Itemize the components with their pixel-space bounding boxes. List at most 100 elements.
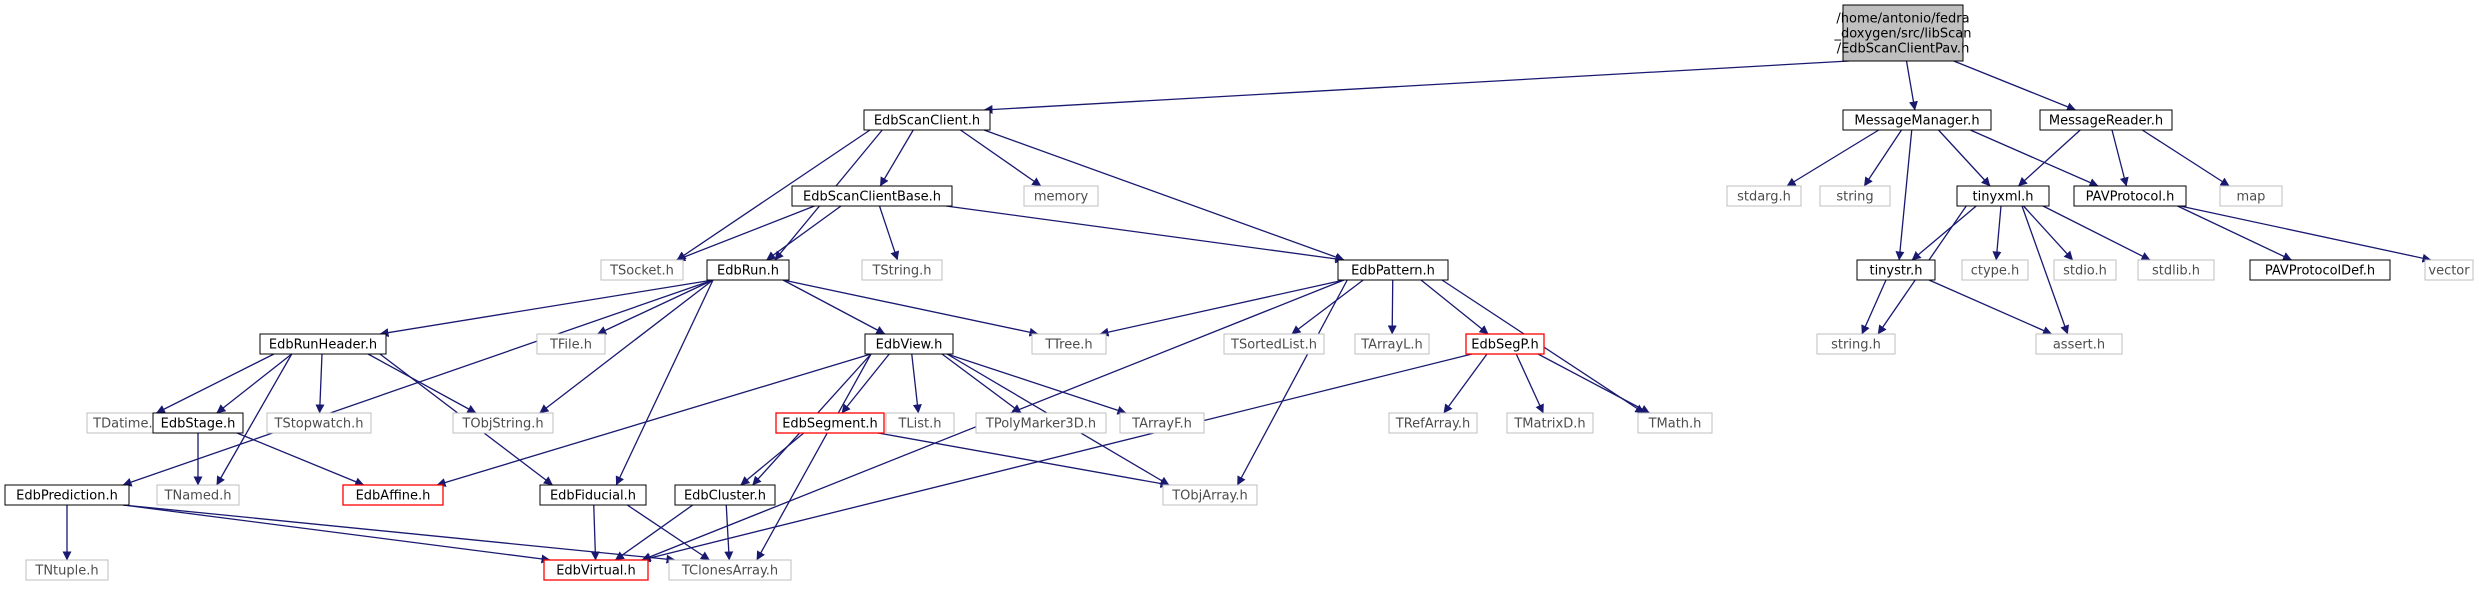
node-tarrayf[interactable]: TArrayF.h — [1119, 412, 1205, 434]
node-tntuple[interactable]: TNtuple.h — [25, 559, 109, 581]
node-box[interactable] — [674, 484, 776, 506]
node-box[interactable] — [706, 259, 790, 281]
node-ttree[interactable]: TTree.h — [1031, 333, 1107, 355]
node-box[interactable] — [2219, 185, 2283, 207]
node-box[interactable] — [2035, 333, 2123, 355]
node-tobjstring[interactable]: TObjString.h — [452, 412, 554, 434]
node-box[interactable] — [1031, 333, 1107, 355]
node-box[interactable] — [864, 333, 954, 355]
node-tstring[interactable]: TString.h — [861, 259, 943, 281]
node-tlist[interactable]: TList.h — [885, 412, 955, 434]
node-box[interactable] — [342, 484, 444, 506]
node-box[interactable] — [2053, 259, 2117, 281]
node-box[interactable] — [791, 185, 953, 207]
node-box[interactable] — [1856, 259, 1936, 281]
node-box[interactable] — [1816, 333, 1896, 355]
node-box[interactable] — [2249, 259, 2391, 281]
node-memory[interactable]: memory — [1023, 185, 1099, 207]
node-box[interactable] — [1506, 412, 1594, 434]
node-tobjarray[interactable]: TObjArray.h — [1162, 484, 1258, 506]
node-box[interactable] — [4, 484, 130, 506]
node-tsortedlist[interactable]: TSortedList.h — [1223, 333, 1325, 355]
node-string-h[interactable]: string.h — [1816, 333, 1896, 355]
node-assert[interactable]: assert.h — [2035, 333, 2123, 355]
node-box[interactable] — [1465, 333, 1545, 355]
node-edbfiducial[interactable]: EdbFiducial.h — [539, 484, 647, 506]
node-box[interactable] — [775, 412, 885, 434]
node-edbpattern[interactable]: EdbPattern.h — [1337, 259, 1449, 281]
node-box[interactable] — [1819, 185, 1891, 207]
node-tinyxml[interactable]: tinyxml.h — [1956, 185, 2050, 207]
node-pavprotocol[interactable]: PAVProtocol.h — [2073, 185, 2187, 207]
node-box[interactable] — [2073, 185, 2187, 207]
node-box[interactable] — [1162, 484, 1258, 506]
node-stdio[interactable]: stdio.h — [2053, 259, 2117, 281]
node-trefarray[interactable]: TRefArray.h — [1388, 412, 1478, 434]
node-tclonesarray[interactable]: TClonesArray.h — [668, 559, 792, 581]
node-edbsegment[interactable]: EdbSegment.h — [775, 412, 885, 434]
node-box[interactable] — [259, 333, 387, 355]
node-box[interactable] — [975, 412, 1107, 434]
node-box[interactable] — [2424, 259, 2474, 281]
node-box[interactable] — [1388, 412, 1478, 434]
node-box[interactable] — [1337, 259, 1449, 281]
node-edbaffine[interactable]: EdbAffine.h — [342, 484, 444, 506]
node-box[interactable] — [156, 484, 240, 506]
node-edbscanclient[interactable]: EdbScanClient.h — [863, 109, 991, 131]
node-edbview[interactable]: EdbView.h — [864, 333, 954, 355]
node-tpolymarker3d[interactable]: TPolyMarker3D.h — [975, 412, 1107, 434]
node-tmath[interactable]: TMath.h — [1637, 412, 1713, 434]
node-tnamed[interactable]: TNamed.h — [156, 484, 240, 506]
node-messagemanager[interactable]: MessageManager.h — [1842, 109, 1992, 131]
node-map[interactable]: map — [2219, 185, 2283, 207]
node-box[interactable] — [885, 412, 955, 434]
node-box[interactable] — [668, 559, 792, 581]
node-box[interactable] — [1119, 412, 1205, 434]
node-tinystr[interactable]: tinystr.h — [1856, 259, 1936, 281]
node-box[interactable] — [600, 259, 684, 281]
node-tstopwatch[interactable]: TStopwatch.h — [266, 412, 372, 434]
node-box[interactable] — [2039, 109, 2173, 131]
node-string[interactable]: string — [1819, 185, 1891, 207]
node-box[interactable] — [1726, 185, 1802, 207]
node-tdatime[interactable]: TDatime.h — [86, 412, 168, 434]
edge-tinyxml-to-assert — [2021, 205, 2069, 335]
node-stdlib[interactable]: stdlib.h — [2137, 259, 2215, 281]
node-messagereader[interactable]: MessageReader.h — [2039, 109, 2173, 131]
node-box[interactable] — [536, 333, 606, 355]
node-box[interactable] — [452, 412, 554, 434]
node-tfile[interactable]: TFile.h — [536, 333, 606, 355]
node-pavprotocoldef[interactable]: PAVProtocolDef.h — [2249, 259, 2391, 281]
node-box[interactable] — [861, 259, 943, 281]
node-box[interactable] — [2137, 259, 2215, 281]
node-box[interactable] — [1223, 333, 1325, 355]
node-ctype[interactable]: ctype.h — [1961, 259, 2029, 281]
node-box[interactable] — [1023, 185, 1099, 207]
node-box[interactable] — [25, 559, 109, 581]
node-tarrayl[interactable]: TArrayL.h — [1354, 333, 1430, 355]
node-box[interactable] — [1637, 412, 1713, 434]
node-box[interactable] — [1956, 185, 2050, 207]
node-edbvirtual[interactable]: EdbVirtual.h — [543, 559, 649, 581]
node-edbrunheader[interactable]: EdbRunHeader.h — [259, 333, 387, 355]
node-edbstage[interactable]: EdbStage.h — [152, 412, 244, 434]
node-edbrun[interactable]: EdbRun.h — [706, 259, 790, 281]
node-stdarg[interactable]: stdarg.h — [1726, 185, 1802, 207]
node-box[interactable] — [543, 559, 649, 581]
node-box[interactable] — [266, 412, 372, 434]
node-box[interactable] — [539, 484, 647, 506]
node-box[interactable] — [863, 109, 991, 131]
node-edbsegp[interactable]: EdbSegP.h — [1465, 333, 1545, 355]
node-edbprediction[interactable]: EdbPrediction.h — [4, 484, 130, 506]
node-edbcluster[interactable]: EdbCluster.h — [674, 484, 776, 506]
node-box[interactable] — [1842, 109, 1992, 131]
node-tsocket[interactable]: TSocket.h — [600, 259, 684, 281]
node-vector[interactable]: vector — [2424, 259, 2474, 281]
node-tmatrixd[interactable]: TMatrixD.h — [1506, 412, 1594, 434]
node-box[interactable] — [1961, 259, 2029, 281]
node-edbscanclientbase[interactable]: EdbScanClientBase.h — [791, 185, 953, 207]
node-root[interactable]: /home/antonio/fedra_doxygen/src/libScan/… — [1833, 4, 1972, 62]
node-box[interactable] — [1354, 333, 1430, 355]
node-box[interactable] — [1842, 4, 1964, 62]
node-box[interactable] — [152, 412, 244, 434]
